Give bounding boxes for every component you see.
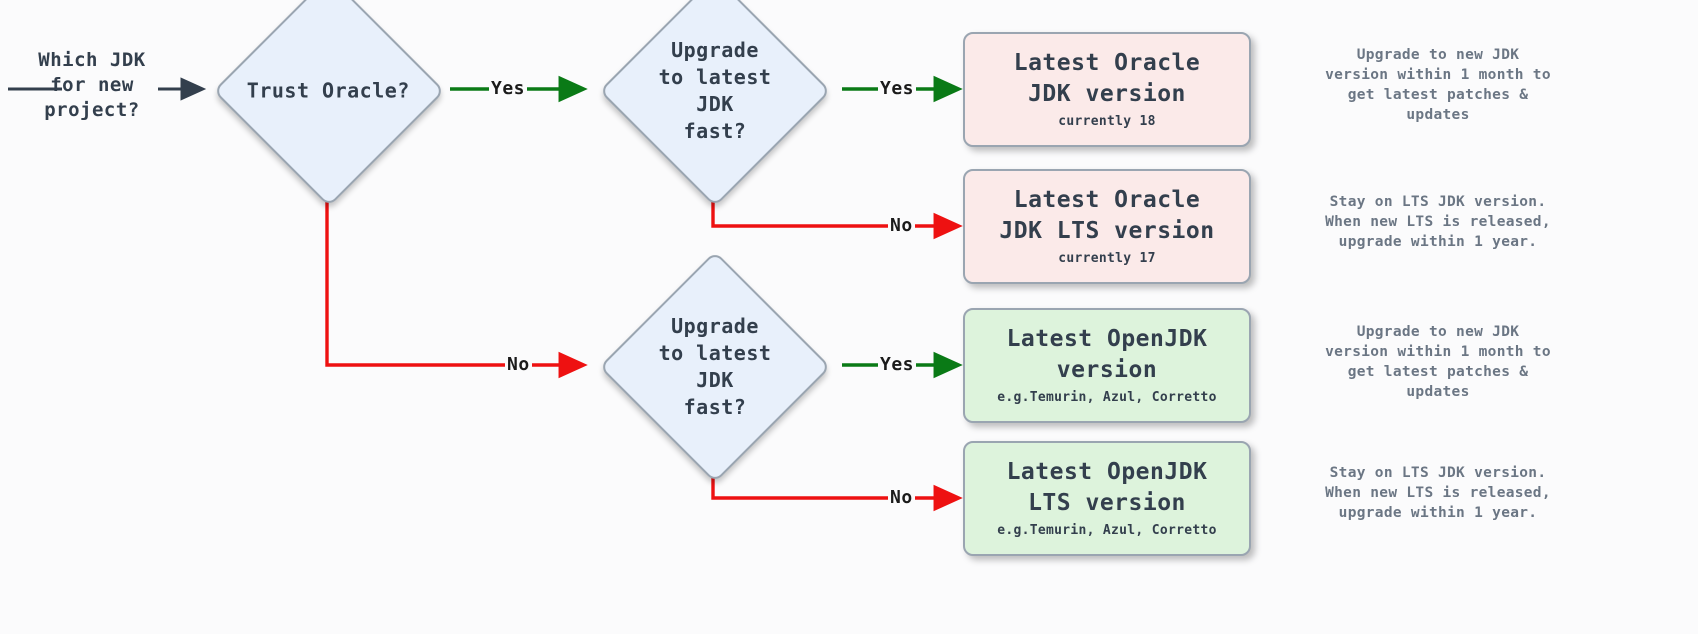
decision-trust-oracle[interactable]: Trust Oracle? <box>213 0 445 207</box>
result-latest-openjdk[interactable]: Latest OpenJDK version e.g.Temurin, Azul… <box>963 308 1251 423</box>
result-latest-oracle-jdk-subtitle: currently 18 <box>1058 114 1156 129</box>
note-latest-openjdk: Upgrade to new JDK version within 1 mont… <box>1325 324 1551 400</box>
edge-label-openjdk-fast-yes: Yes <box>878 354 917 375</box>
result-latest-oracle-jdk-lts-title: Latest Oracle JDK LTS version <box>999 187 1215 244</box>
result-latest-openjdk-title: Latest OpenJDK version <box>1006 326 1208 383</box>
edge-label-openjdk-fast-no: No <box>888 487 915 508</box>
decision-upgrade-fast-oracle[interactable]: Upgrade to latest JDK fast? <box>599 0 831 207</box>
edge-label-trust-no: No <box>505 354 532 375</box>
edge-label-oracle-fast-yes: Yes <box>878 78 917 99</box>
edge-trust-no <box>325 152 588 379</box>
note-latest-oracle-jdk: Upgrade to new JDK version within 1 mont… <box>1325 47 1551 123</box>
decision-upgrade-fast-oracle-label: Upgrade to latest JDK fast? <box>658 38 772 143</box>
result-latest-oracle-jdk-lts[interactable]: Latest Oracle JDK LTS version currently … <box>963 169 1251 284</box>
result-latest-openjdk-subtitle: e.g.Temurin, Azul, Corretto <box>997 390 1217 405</box>
entry-question-label: Which JDK for new project? <box>38 49 146 121</box>
result-latest-oracle-jdk-title: Latest Oracle JDK version <box>1013 50 1201 107</box>
decision-upgrade-fast-openjdk[interactable]: Upgrade to latest JDK fast? <box>599 251 831 483</box>
result-latest-openjdk-lts[interactable]: Latest OpenJDK LTS version e.g.Temurin, … <box>963 441 1251 556</box>
edge-label-trust-yes: Yes <box>489 78 528 99</box>
result-latest-oracle-jdk-lts-subtitle: currently 17 <box>1058 251 1156 266</box>
decision-trust-oracle-label: Trust Oracle? <box>247 78 411 103</box>
result-latest-oracle-jdk[interactable]: Latest Oracle JDK version currently 18 <box>963 32 1251 147</box>
edge-label-oracle-fast-no: No <box>888 215 915 236</box>
result-latest-openjdk-lts-title: Latest OpenJDK LTS version <box>1006 459 1208 516</box>
decision-upgrade-fast-openjdk-label: Upgrade to latest JDK fast? <box>658 314 772 419</box>
result-latest-openjdk-lts-subtitle: e.g.Temurin, Azul, Corretto <box>997 523 1217 538</box>
note-latest-oracle-jdk-lts: Stay on LTS JDK version. When new LTS is… <box>1325 194 1551 250</box>
note-latest-openjdk-lts: Stay on LTS JDK version. When new LTS is… <box>1325 465 1551 521</box>
